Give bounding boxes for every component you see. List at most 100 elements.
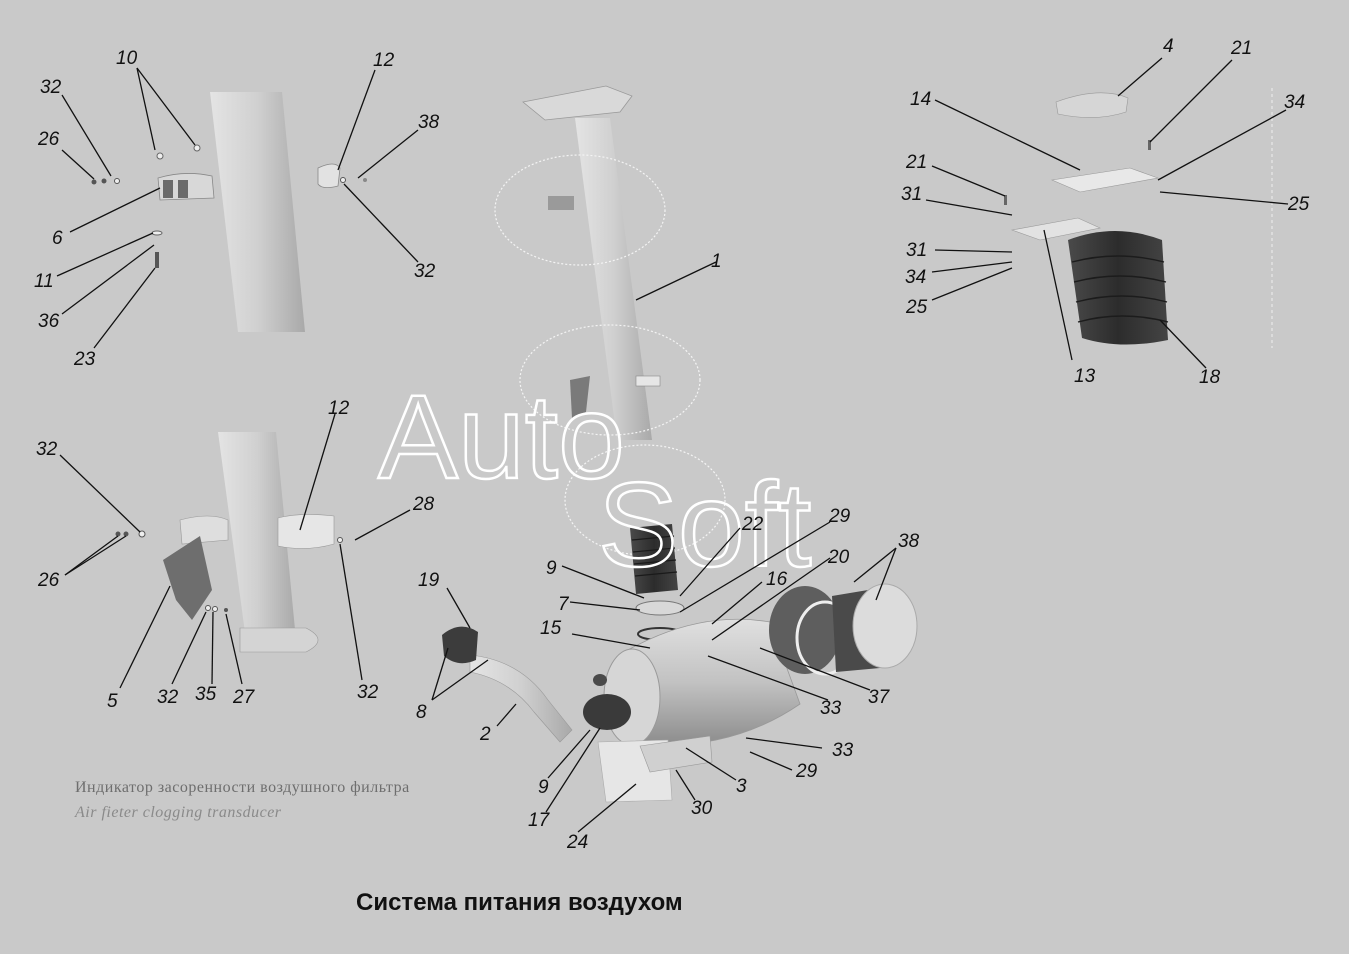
callout-34: 34 <box>1284 92 1305 113</box>
bolt <box>155 252 159 268</box>
callout-9: 9 <box>546 558 557 579</box>
callout-15: 15 <box>540 618 562 639</box>
washer <box>193 144 201 152</box>
callout-14: 14 <box>910 89 931 110</box>
callout-10: 10 <box>116 48 138 69</box>
callout-24: 24 <box>566 832 588 853</box>
callout-32: 32 <box>414 261 436 282</box>
callout-29: 29 <box>828 506 851 527</box>
nut <box>91 179 97 185</box>
washer <box>205 605 211 611</box>
callout-17: 17 <box>528 810 551 831</box>
callout-16: 16 <box>766 569 788 590</box>
detail-top-left <box>91 92 367 332</box>
callout-12: 12 <box>373 50 395 71</box>
callout-31: 31 <box>906 240 927 261</box>
callout-34: 34 <box>905 267 926 288</box>
callout-8: 8 <box>416 702 427 723</box>
cap-4 <box>1055 92 1129 118</box>
page-title: Система питания воздухом <box>356 889 683 916</box>
watermark: Soft <box>598 458 811 592</box>
pipe-2 <box>469 654 573 743</box>
nut <box>101 178 107 184</box>
washer <box>151 230 163 236</box>
clamp-ring <box>635 600 685 616</box>
callout-38: 38 <box>418 112 440 133</box>
callout-27: 27 <box>232 687 256 708</box>
air-filter-assembly <box>583 583 918 803</box>
callout-19: 19 <box>418 570 440 591</box>
pipe-section <box>210 92 305 332</box>
plate-14 <box>1050 167 1160 193</box>
bolt <box>1004 195 1007 205</box>
air-intake-head <box>522 85 633 121</box>
callout-25: 25 <box>1287 194 1310 215</box>
mounting-bracket <box>639 735 713 773</box>
callout-31: 31 <box>901 184 922 205</box>
elbow-19 <box>442 626 478 664</box>
callout-7: 7 <box>558 594 570 615</box>
washer <box>340 177 346 183</box>
clamp-band-12 <box>277 514 335 549</box>
callout-18: 18 <box>1199 367 1221 388</box>
caption-en: Air fieter clogging transducer <box>74 804 282 821</box>
callout-32: 32 <box>36 439 58 460</box>
callout-37: 37 <box>868 687 891 708</box>
bellows-ribs <box>631 535 678 577</box>
detail-top-right <box>1004 88 1273 348</box>
callout-25: 25 <box>905 297 928 318</box>
callout-4: 4 <box>1163 36 1174 57</box>
callout-36: 36 <box>38 311 60 332</box>
caption-ru: Индикатор засоренности воздушного фильтр… <box>75 779 410 796</box>
nut <box>123 531 129 537</box>
bolt <box>1148 140 1151 150</box>
callout-22: 22 <box>741 514 764 535</box>
washer <box>337 537 343 543</box>
callout-29: 29 <box>795 761 818 782</box>
intake-pipe <box>575 118 652 440</box>
callout-3: 3 <box>736 776 747 797</box>
bolt <box>363 178 367 182</box>
washer <box>114 178 120 184</box>
callout-32: 32 <box>357 682 379 703</box>
bellows-ribs <box>1071 255 1169 323</box>
callout-33: 33 <box>832 740 854 761</box>
clamp-band <box>635 375 661 387</box>
clamp-bracket <box>179 515 229 545</box>
bellows-18 <box>1068 231 1168 345</box>
callout-26: 26 <box>37 570 60 591</box>
callout-32: 32 <box>40 77 62 98</box>
leader-lines <box>56 57 1289 833</box>
nut <box>224 608 228 612</box>
clamp-band <box>317 163 341 188</box>
flange-13 <box>1010 217 1101 241</box>
bolt <box>178 180 188 198</box>
detail-circle <box>494 154 666 266</box>
callout-38: 38 <box>898 531 920 552</box>
detail-bottom-left <box>115 432 343 653</box>
callout-20: 20 <box>827 547 850 568</box>
bolt <box>163 180 173 198</box>
callout-21: 21 <box>905 152 927 173</box>
callout-13: 13 <box>1074 366 1096 387</box>
washer <box>138 530 146 538</box>
cover <box>852 583 918 669</box>
callout-12: 12 <box>328 398 350 419</box>
callout-23: 23 <box>73 349 96 370</box>
callout-11: 11 <box>34 271 54 292</box>
outlet-pipe <box>442 626 573 743</box>
nut <box>593 674 607 686</box>
callout-9: 9 <box>538 777 549 798</box>
sensor <box>583 694 631 730</box>
filter-element <box>769 586 841 674</box>
callout-26: 26 <box>37 129 60 150</box>
callout-33: 33 <box>820 698 842 719</box>
callout-28: 28 <box>412 494 435 515</box>
pipe-section <box>218 432 296 640</box>
washer <box>156 152 164 160</box>
callout-5: 5 <box>107 691 118 712</box>
callout-32: 32 <box>157 687 179 708</box>
nut <box>115 531 121 537</box>
bracket <box>548 196 574 210</box>
callout-1: 1 <box>711 251 722 272</box>
